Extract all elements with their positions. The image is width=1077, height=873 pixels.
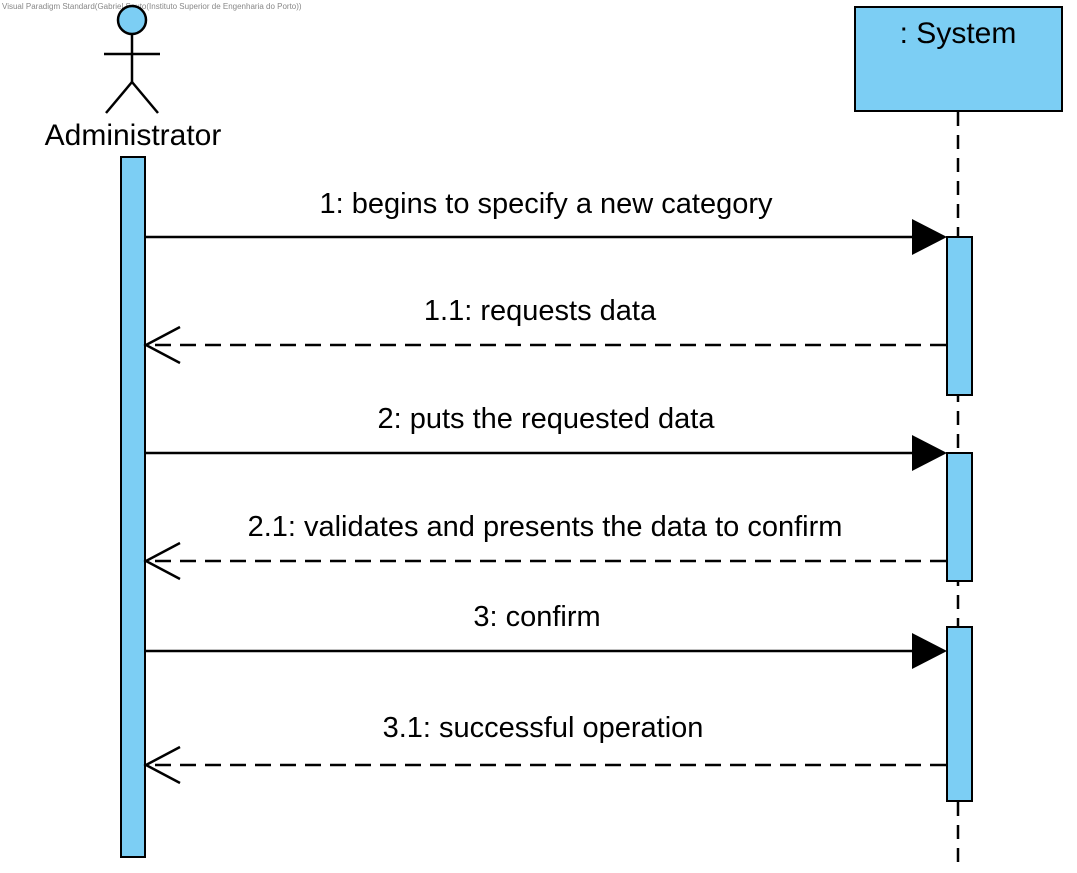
system-activation-bar-3 xyxy=(946,626,973,802)
actor-right-leg xyxy=(131,81,159,114)
actor-left-leg xyxy=(105,81,133,114)
actor-head xyxy=(116,4,148,36)
message-1-1-label: 1.1: requests data xyxy=(424,295,657,327)
message-3-1-arrowhead xyxy=(143,745,181,785)
message-1-1[interactable]: 1.1: requests data xyxy=(143,295,946,365)
message-3-label: 3: confirm xyxy=(473,601,600,633)
message-1-arrowhead xyxy=(912,219,947,255)
message-3-arrowhead xyxy=(912,633,947,669)
message-3[interactable]: 3: confirm xyxy=(146,601,947,669)
message-2-label: 2: puts the requested data xyxy=(378,403,716,435)
message-2-1-arrowhead xyxy=(143,541,181,581)
message-2-1[interactable]: 2.1: validates and presents the data to … xyxy=(143,511,946,581)
message-3-1-label: 3.1: successful operation xyxy=(383,712,704,744)
message-1[interactable]: 1: begins to specify a new category xyxy=(146,188,947,255)
message-2-arrowhead xyxy=(912,435,947,471)
actor-activation-bar xyxy=(120,156,146,858)
system-activation-bar-1 xyxy=(946,236,973,396)
message-1-1-arrowhead xyxy=(143,325,181,365)
message-2-1-label: 2.1: validates and presents the data to … xyxy=(248,511,843,543)
system-activation-bar-2 xyxy=(946,452,973,582)
message-2[interactable]: 2: puts the requested data xyxy=(146,403,947,471)
actor-name: Administrator xyxy=(45,119,222,152)
system-name: : System xyxy=(900,17,1017,50)
system-box xyxy=(854,6,1063,112)
actor-administrator[interactable]: Administrator xyxy=(45,4,222,152)
message-3-1[interactable]: 3.1: successful operation xyxy=(143,712,946,785)
watermark-text: Visual Paradigm Standard(Gabriel Souto(I… xyxy=(2,2,302,11)
message-1-label: 1: begins to specify a new category xyxy=(320,188,773,220)
